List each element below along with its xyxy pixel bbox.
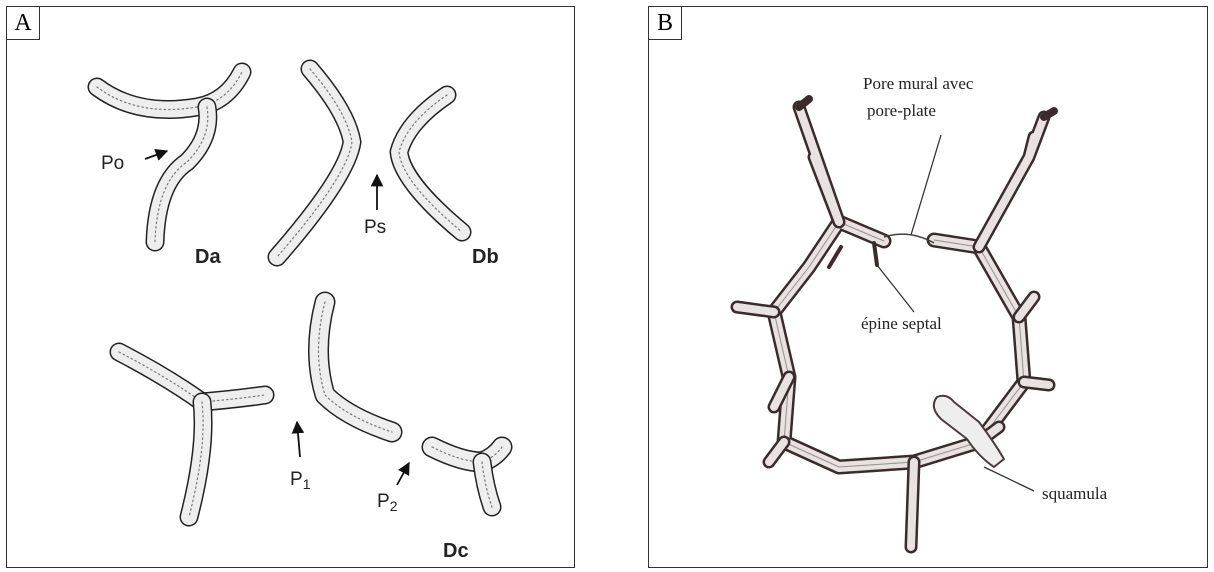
po-arrow — [145, 151, 167, 159]
panel-a-drawing: Po Da Ps Db — [7, 7, 576, 569]
label-dc: Dc — [443, 540, 469, 562]
label-squamula: squamula — [1042, 484, 1108, 503]
label-p1: P1 — [290, 469, 311, 492]
panel-b-drawing: Pore mural avec pore-plate épine septal … — [649, 7, 1209, 569]
panel-b: B Pore mural avec pore-plate épine septa… — [648, 6, 1208, 568]
panel-a: A Po Da Ps Db — [6, 6, 575, 568]
label-spine: épine septal — [861, 314, 942, 333]
p2-arrow — [397, 463, 409, 485]
p1-arrow — [297, 422, 300, 457]
label-da: Da — [195, 246, 221, 268]
label-pore-line2: pore-plate — [867, 101, 936, 120]
leader-squamula — [984, 467, 1034, 491]
label-ps: Ps — [364, 217, 386, 238]
label-pore-line1: Pore mural avec — [863, 74, 974, 93]
pore-plate — [884, 234, 934, 243]
leader-spine — [877, 265, 914, 312]
wall-dc — [119, 302, 502, 517]
label-p2: P2 — [377, 491, 398, 514]
label-po: Po — [101, 153, 124, 174]
label-db: Db — [472, 246, 499, 268]
leader-pore — [911, 135, 941, 235]
